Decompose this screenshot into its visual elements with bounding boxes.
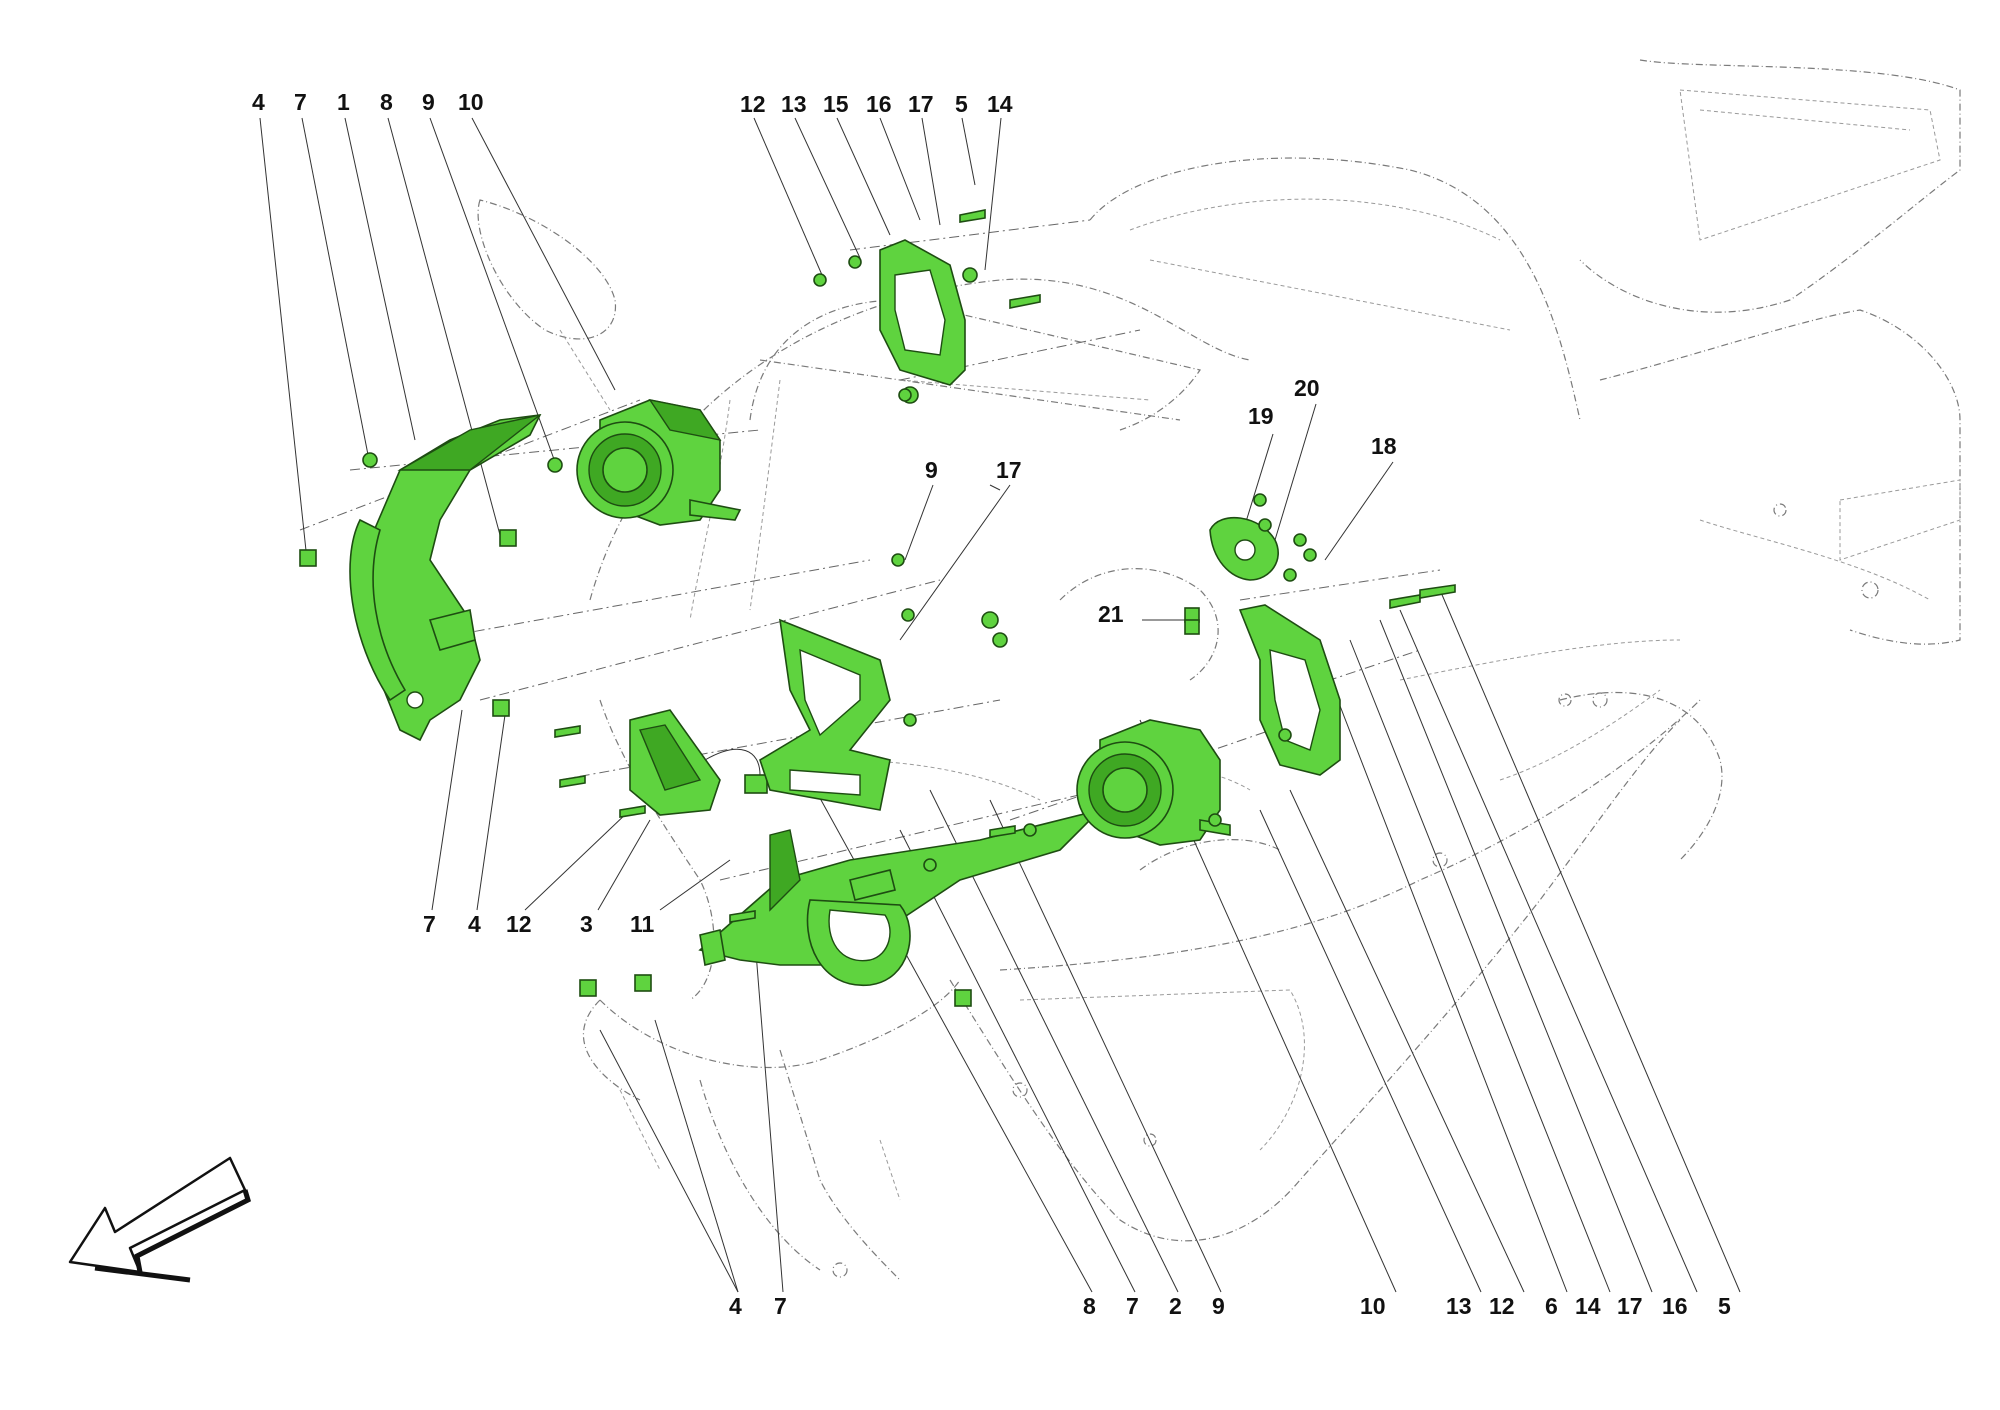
callout-label: 4 bbox=[468, 911, 481, 937]
callout-label: 19 bbox=[1248, 403, 1274, 429]
callout-label: 18 bbox=[1371, 433, 1397, 459]
part-labels: 4 7 1 8 9 10 12 13 15 16 17 5 14 9 17 21… bbox=[252, 89, 1731, 1319]
callout-label: 14 bbox=[1575, 1293, 1601, 1319]
callout-label: 9 bbox=[422, 89, 435, 115]
ring-bracket bbox=[1209, 516, 1279, 581]
callout-label: 2 bbox=[1169, 1293, 1182, 1319]
callout-label: 4 bbox=[252, 89, 265, 115]
callout-label: 13 bbox=[1446, 1293, 1472, 1319]
fasteners bbox=[299, 209, 1456, 1007]
callout-label: 7 bbox=[1126, 1293, 1139, 1319]
callout-label: 7 bbox=[423, 911, 436, 937]
callout-label: 7 bbox=[294, 89, 307, 115]
callout-label: 1 bbox=[337, 89, 350, 115]
center-frame-bracket bbox=[759, 618, 891, 811]
callout-label: 8 bbox=[1083, 1293, 1096, 1319]
callout-label: 20 bbox=[1294, 375, 1320, 401]
left-headlight-bracket bbox=[349, 414, 542, 742]
callout-label: 12 bbox=[506, 911, 532, 937]
callout-label: 10 bbox=[1360, 1293, 1386, 1319]
callout-label: 9 bbox=[925, 457, 938, 483]
callout-label: 3 bbox=[580, 911, 593, 937]
callout-label: 12 bbox=[740, 91, 766, 117]
callout-label: 7 bbox=[774, 1293, 787, 1319]
callout-label: 12 bbox=[1489, 1293, 1515, 1319]
right-headlight-unit bbox=[1076, 719, 1231, 846]
callout-label: 11 bbox=[630, 911, 655, 937]
right-mounting-bracket bbox=[1238, 604, 1341, 776]
callout-label: 4 bbox=[729, 1293, 742, 1319]
lower-air-duct bbox=[698, 808, 1103, 987]
callout-label: 8 bbox=[380, 89, 393, 115]
callout-label: 13 bbox=[781, 91, 807, 117]
upper-mounting-bracket bbox=[879, 239, 966, 404]
callout-label: 5 bbox=[955, 91, 968, 117]
highlighted-parts bbox=[299, 209, 1456, 1007]
callout-label: 9 bbox=[1212, 1293, 1225, 1319]
callout-label: 16 bbox=[866, 91, 892, 117]
callout-label: 15 bbox=[823, 91, 849, 117]
leader-lines bbox=[259, 117, 1741, 1293]
callout-label: 17 bbox=[996, 457, 1022, 483]
left-headlight-unit bbox=[576, 398, 742, 526]
callout-label: 5 bbox=[1718, 1293, 1731, 1319]
callout-label: 16 bbox=[1662, 1293, 1688, 1319]
callout-label: 10 bbox=[458, 89, 484, 115]
callout-label: 21 bbox=[1098, 601, 1124, 627]
front-direction-arrow-icon bbox=[68, 1156, 251, 1283]
callout-label: 14 bbox=[987, 91, 1013, 117]
callout-label: 6 bbox=[1545, 1293, 1558, 1319]
car-body-outline bbox=[477, 59, 1961, 1281]
callout-label: 17 bbox=[908, 91, 934, 117]
callout-label: 17 bbox=[1617, 1293, 1643, 1319]
control-module bbox=[629, 709, 768, 816]
